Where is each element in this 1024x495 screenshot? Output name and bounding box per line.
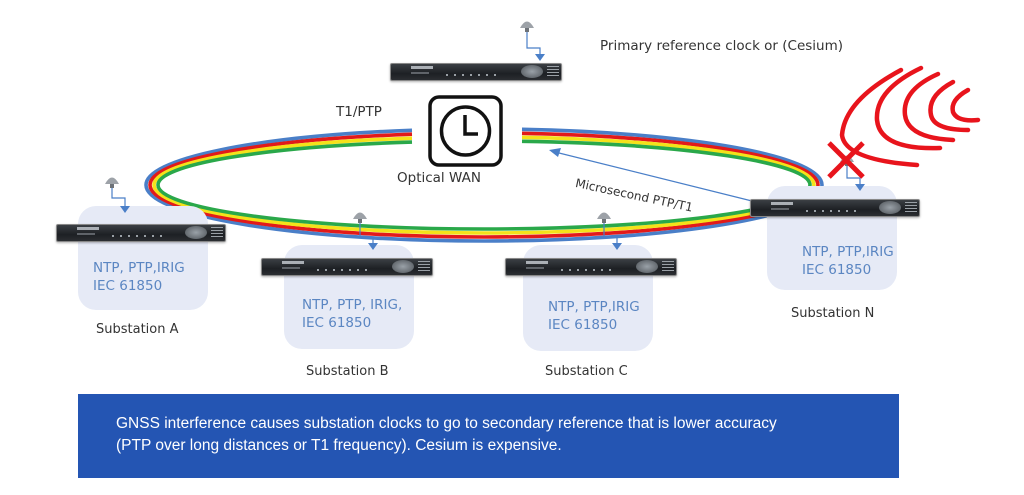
gnss-antenna-icon xyxy=(352,208,368,223)
antenna-feed-arrow xyxy=(111,188,130,213)
microsecond-link-arrowhead xyxy=(549,148,561,157)
substation-b-protocols: NTP, PTP, IRIG, IEC 61850 xyxy=(302,297,403,331)
red-x-icon xyxy=(827,141,865,179)
antenna-feed-arrow xyxy=(603,223,622,250)
primary-clock-device xyxy=(390,63,562,81)
substation-c-clock-device xyxy=(505,258,677,276)
substation-b-clock-device xyxy=(261,258,433,276)
gnss-antenna-icon xyxy=(596,208,612,223)
substation-a-name: Substation A xyxy=(96,322,179,337)
gnss-interference-callout: GNSS interference causes substation cloc… xyxy=(78,394,899,478)
substation-n-protocols: NTP, PTP,IRIG IEC 61850 xyxy=(802,244,894,278)
fiber-strand-yellow-left xyxy=(152,136,413,186)
gnss-antenna-icon xyxy=(104,173,120,188)
primary-reference-label: Primary reference clock or (Cesium) xyxy=(600,38,844,54)
fiber-strand-blue-right xyxy=(521,127,824,186)
clock-icon xyxy=(428,95,503,167)
fiber-strand-green-left xyxy=(156,140,413,186)
substation-n-name: Substation N xyxy=(791,306,875,321)
fiber-strand-red-left xyxy=(148,132,413,186)
microsecond-link-line xyxy=(554,151,761,204)
substation-n-clock-device xyxy=(750,199,920,217)
substation-a-protocols: NTP, PTP,IRIG IEC 61850 xyxy=(93,260,185,294)
t1-ptp-label: T1/PTP xyxy=(336,104,382,120)
antenna-feed-arrow xyxy=(359,223,378,250)
substation-a-clock-device xyxy=(56,224,226,242)
fiber-strand-green-right xyxy=(521,139,812,186)
substation-a-panel xyxy=(78,206,208,310)
antenna-feed-arrow xyxy=(846,166,865,191)
fiber-strand-blue-left xyxy=(144,128,413,186)
substation-c-name: Substation C xyxy=(545,364,628,379)
fiber-strand-yellow-right xyxy=(521,135,816,186)
jamming-waves-icon xyxy=(839,65,981,168)
substation-c-protocols: NTP, PTP,IRIG IEC 61850 xyxy=(548,299,640,333)
substation-b-name: Substation B xyxy=(306,364,389,379)
gnss-antenna-icon xyxy=(519,17,535,32)
fiber-strand-red-right xyxy=(521,131,820,186)
antenna-feed-arrow xyxy=(526,32,545,61)
callout-text: GNSS interference causes substation cloc… xyxy=(116,415,777,454)
optical-wan-label: Optical WAN xyxy=(397,170,481,186)
